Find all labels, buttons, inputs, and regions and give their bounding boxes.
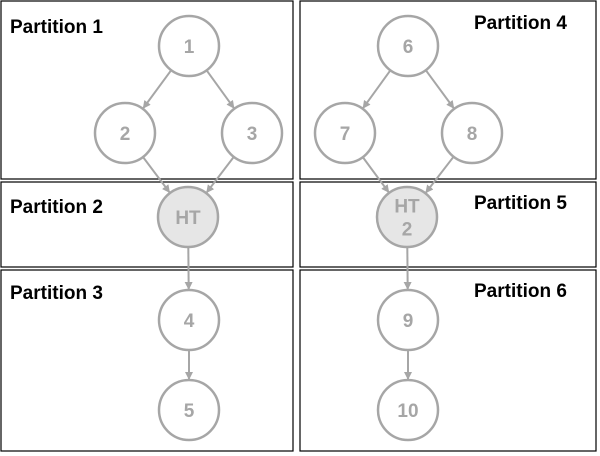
node-label-n10: 10 xyxy=(397,401,418,422)
node-n4: 4 xyxy=(157,288,221,352)
edge-n1-to-n3 xyxy=(205,69,235,109)
node-n8: 8 xyxy=(440,101,504,165)
node-circle-n10 xyxy=(376,378,440,442)
node-label-n1: 1 xyxy=(184,37,195,58)
edge-n7-to-ht2 xyxy=(361,156,390,193)
partition-title-2: Partition 2 xyxy=(10,197,103,218)
partition-box-3 xyxy=(0,269,294,452)
node-n9: 9 xyxy=(376,288,440,352)
node-ht2: HT2 xyxy=(375,185,439,249)
edges-layer xyxy=(142,69,455,380)
node-n3: 3 xyxy=(220,101,284,165)
node-n10: 10 xyxy=(376,378,440,442)
node-circle-n8 xyxy=(440,101,504,165)
node-n1: 1 xyxy=(157,14,221,78)
node-n7: 7 xyxy=(313,101,377,165)
node-label-n9: 9 xyxy=(403,311,414,332)
node-n5: 5 xyxy=(157,378,221,442)
partition-box-6 xyxy=(299,269,597,452)
partition-title-5: Partition 5 xyxy=(474,193,567,214)
node-label-ht1: HT xyxy=(175,208,201,229)
edge-n6-to-n8 xyxy=(424,69,455,109)
edge-n2-to-ht1 xyxy=(142,156,171,193)
node-n2: 2 xyxy=(93,101,157,165)
edge-n6-to-n7 xyxy=(362,69,392,109)
node-circle-n4 xyxy=(157,288,221,352)
node-ht1: HT xyxy=(156,185,220,249)
edge-n1-to-n2 xyxy=(142,69,173,109)
node-circle-n7 xyxy=(313,101,377,165)
node-label-ht2-line-1: HT xyxy=(394,197,420,218)
partition-box-2 xyxy=(0,181,294,268)
node-circle-n2 xyxy=(93,101,157,165)
node-label-ht2-line-2: 2 xyxy=(402,220,413,241)
node-circle-n1 xyxy=(157,14,221,78)
node-circle-n9 xyxy=(376,288,440,352)
partition-title-3: Partition 3 xyxy=(10,283,103,304)
partition-title-6: Partition 6 xyxy=(474,281,567,302)
partition-title-1: Partition 1 xyxy=(10,17,103,38)
node-circle-n6 xyxy=(376,14,440,78)
edge-n8-to-ht2 xyxy=(425,156,455,194)
node-label-n3: 3 xyxy=(247,124,258,145)
node-label-n7: 7 xyxy=(340,124,351,145)
node-circle-n3 xyxy=(220,101,284,165)
node-circle-ht2 xyxy=(375,185,439,249)
node-label-n2: 2 xyxy=(120,124,131,145)
node-label-n5: 5 xyxy=(184,401,195,422)
node-label-n8: 8 xyxy=(467,124,478,145)
node-n6: 6 xyxy=(376,14,440,78)
edge-n3-to-ht1 xyxy=(206,156,235,194)
node-label-n4: 4 xyxy=(184,311,195,332)
node-circle-ht1 xyxy=(156,185,220,249)
partition-box-5 xyxy=(299,181,597,268)
node-circle-n5 xyxy=(157,378,221,442)
partition-title-4: Partition 4 xyxy=(474,13,567,34)
node-label-n6: 6 xyxy=(403,37,414,58)
